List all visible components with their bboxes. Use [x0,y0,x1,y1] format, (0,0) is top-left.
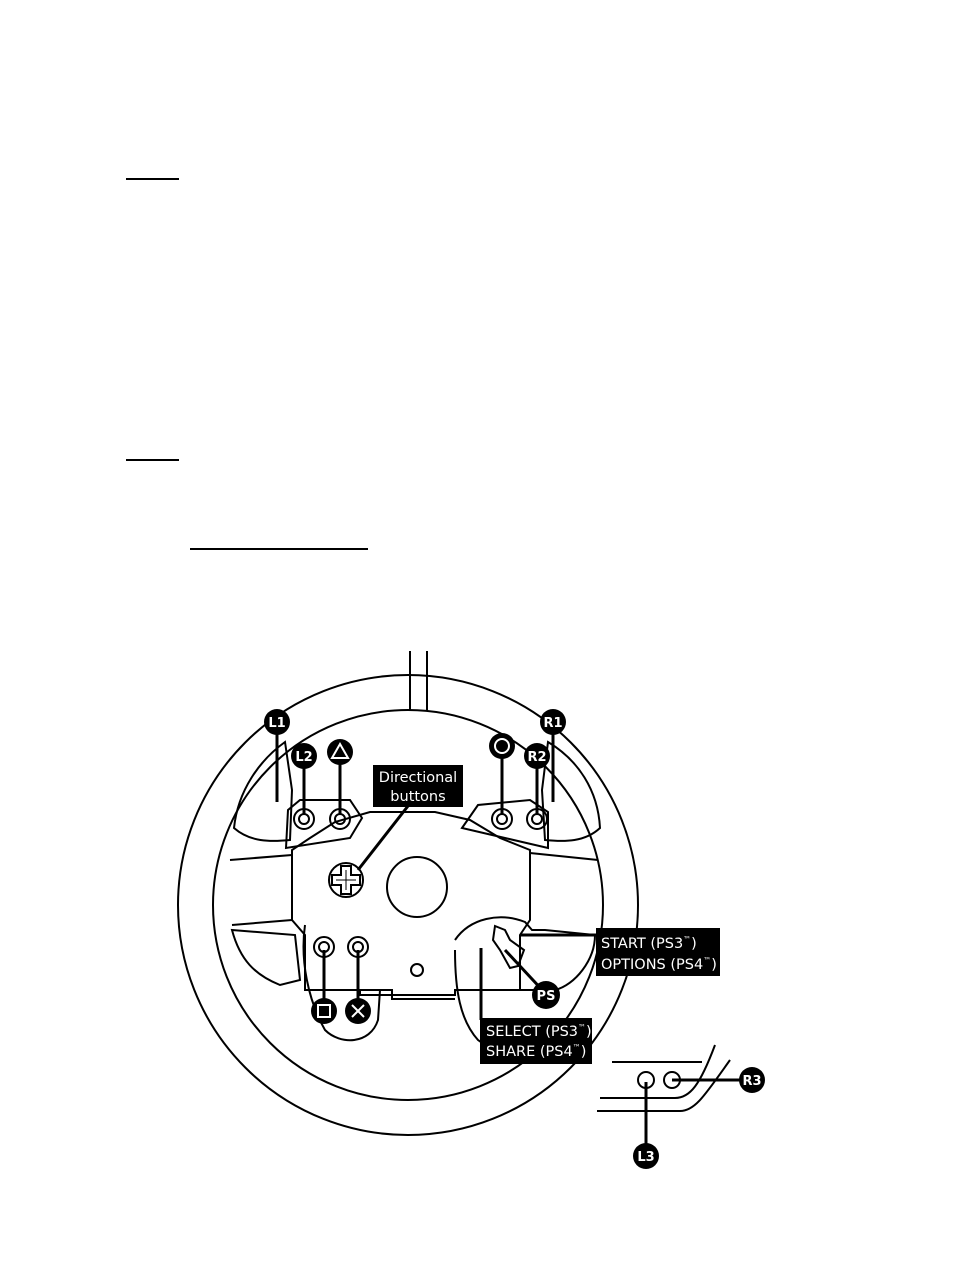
ps-button-shape [491,924,526,970]
svg-text:START (PS3™): START (PS3™) [601,935,697,952]
label-r3: R3 [739,1067,765,1093]
label-directional-buttons: Directional buttons [373,765,463,807]
label-l3: L3 [633,1143,659,1169]
label-r1: R1 [540,709,566,735]
svg-text:OPTIONS (PS4™): OPTIONS (PS4™) [601,956,717,973]
svg-text:buttons: buttons [390,789,445,805]
svg-text:SELECT (PS3™): SELECT (PS3™) [486,1023,592,1040]
heading-underline-1 [126,178,179,180]
label-select-share: SELECT (PS3™) SHARE (PS4™) [480,1018,592,1064]
left-lower-paddle [230,924,382,1042]
wheel-rim [177,651,639,1136]
svg-text:R2: R2 [527,750,546,765]
label-r2: R2 [524,743,550,769]
svg-text:PS: PS [537,989,556,1004]
cross-icon [345,998,371,1024]
label-ps: PS [532,981,560,1009]
svg-text:R1: R1 [543,716,562,731]
square-icon [311,998,337,1024]
svg-text:L2: L2 [295,750,312,765]
label-start-options: START (PS3™) OPTIONS (PS4™) [596,928,720,976]
svg-text:SHARE (PS4™): SHARE (PS4™) [486,1043,586,1060]
heading-underline-2 [126,459,179,461]
label-l1: L1 [264,709,290,735]
right-upper-paddle [460,740,602,850]
triangle-icon [327,739,353,765]
svg-text:L1: L1 [268,716,285,731]
l3-r3-detail [597,1044,750,1156]
section-underline [190,548,368,550]
left-upper-paddle [232,740,364,850]
svg-text:R3: R3 [742,1074,761,1089]
circle-icon [489,733,515,759]
svg-text:L3: L3 [637,1150,654,1165]
svg-text:Directional: Directional [379,770,457,786]
dpad-icon [328,862,364,898]
label-l2: L2 [291,743,317,769]
